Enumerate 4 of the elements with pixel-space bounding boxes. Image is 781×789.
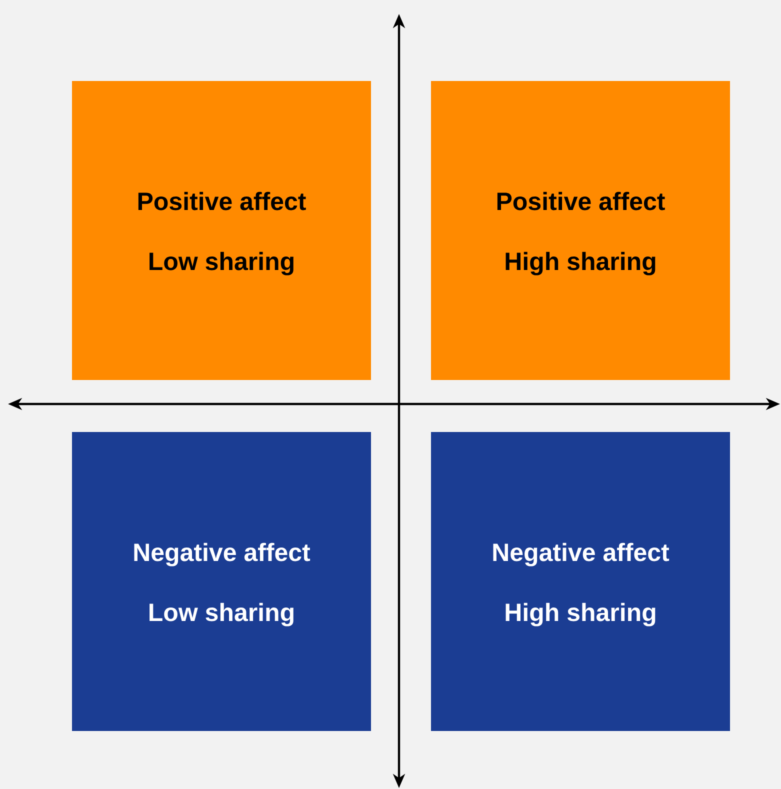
quadrant-box: Negative affect Low sharing bbox=[72, 432, 371, 731]
quadrant-box: Positive affect Low sharing bbox=[72, 81, 371, 380]
quadrant-box: Negative affect High sharing bbox=[431, 432, 730, 731]
quadrant-box: Positive affect High sharing bbox=[431, 81, 730, 380]
